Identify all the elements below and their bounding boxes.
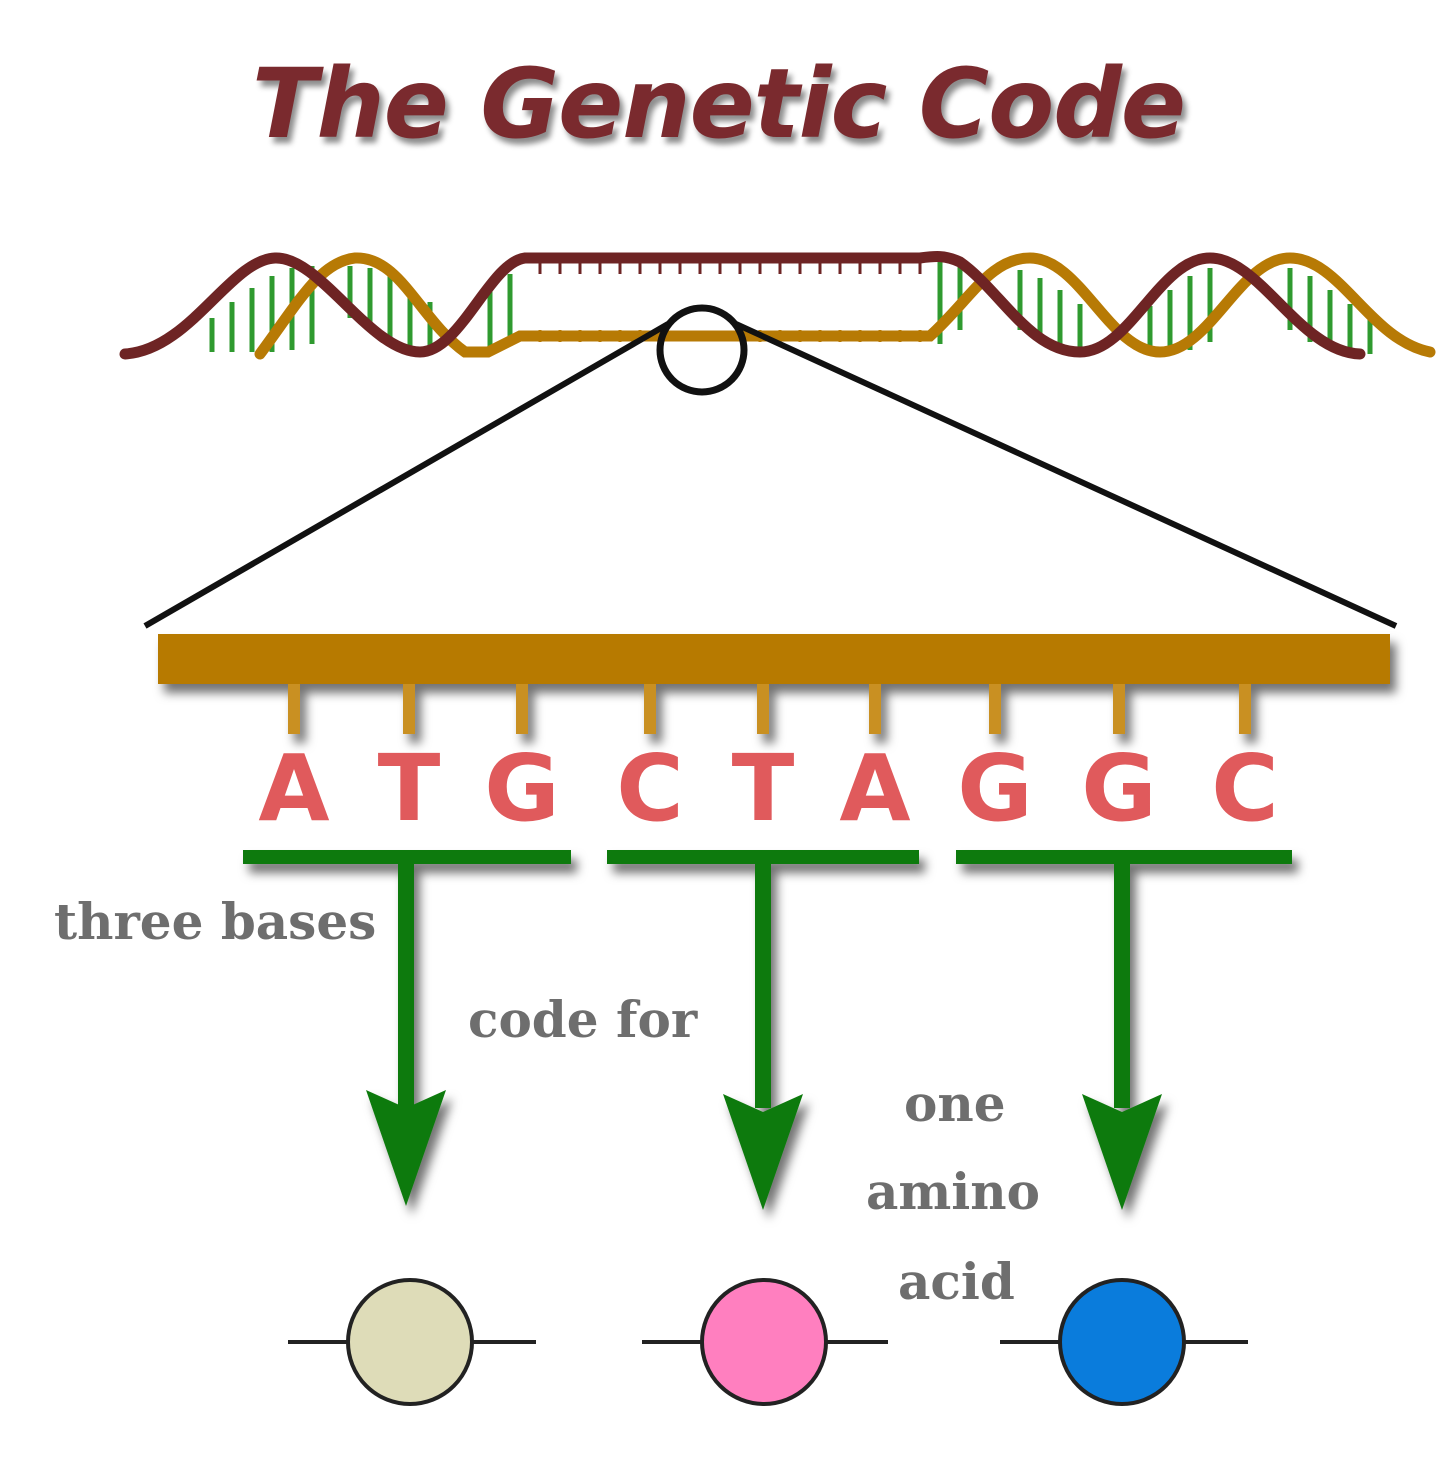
- magnifier-circle: [656, 304, 748, 396]
- unzipped-ticks: [538, 262, 922, 274]
- base-letter: A: [258, 735, 330, 842]
- arrowhead-2: [723, 1094, 803, 1210]
- arrow-shaft-2: [755, 858, 771, 1108]
- codon-arrows: [243, 850, 1292, 1210]
- codon-bracket-1: [243, 850, 571, 864]
- codon-bracket-2: [607, 850, 919, 864]
- dna-strand-dark: [119, 251, 1366, 360]
- base-letter: T: [731, 735, 795, 842]
- dna-strand-orange: [254, 252, 1436, 360]
- zoom-line-left: [143, 321, 670, 629]
- caption-acid: acid: [898, 1252, 1015, 1311]
- arrowhead-1: [366, 1090, 446, 1206]
- base-letter: T: [377, 735, 441, 842]
- caption-three-bases: three bases: [54, 892, 377, 951]
- arrow-shaft-3: [1114, 858, 1130, 1108]
- base-letter: A: [839, 735, 911, 842]
- zoom-line-right: [734, 321, 1398, 629]
- amino-acid-3: [1058, 1278, 1186, 1406]
- dna-helix: [119, 251, 1436, 360]
- codon-bracket-3: [956, 850, 1292, 864]
- base-letter: C: [1211, 735, 1279, 842]
- caption-one: one: [904, 1074, 1006, 1133]
- base-letter: G: [957, 735, 1033, 842]
- amino-acid-2: [700, 1278, 828, 1406]
- arrowhead-3: [1082, 1094, 1162, 1210]
- arrow-shaft-1: [398, 858, 414, 1108]
- base-letter: C: [616, 735, 684, 842]
- zoomed-strand: [158, 634, 1390, 734]
- caption-amino: amino: [866, 1162, 1040, 1221]
- amino-acid-chain: [288, 1278, 1248, 1406]
- helix-rungs-left: [209, 266, 513, 352]
- diagram-title: The Genetic Code: [251, 48, 1186, 160]
- base-letter: G: [484, 735, 560, 842]
- amino-acid-1: [346, 1278, 474, 1406]
- base-letter: G: [1081, 735, 1157, 842]
- caption-code-for: code for: [468, 990, 698, 1049]
